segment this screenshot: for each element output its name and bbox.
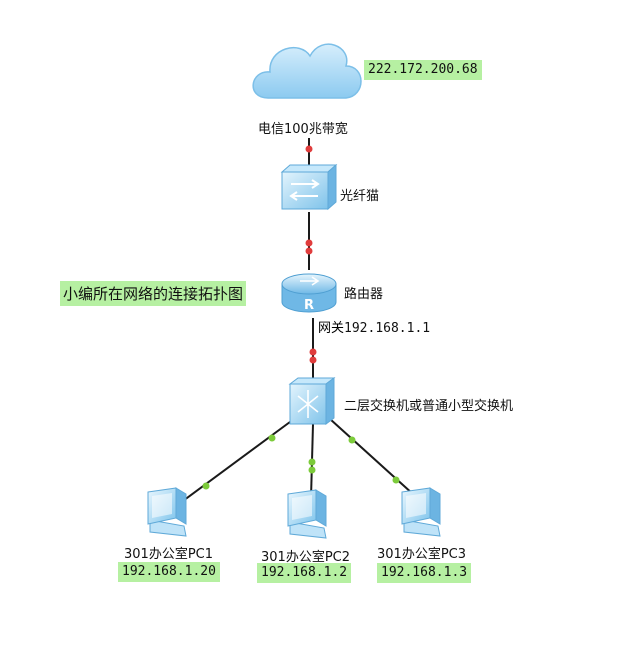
gateway-prefix: 网关 — [318, 321, 345, 336]
modem-icon — [280, 163, 338, 211]
pc1-icon — [147, 487, 187, 537]
cloud-icon — [252, 43, 362, 99]
gateway-ip: 192.168.1.1 — [344, 321, 431, 336]
pc3-ip: 192.168.1.3 — [377, 563, 472, 583]
pc3-name: 301办公室PC3 — [377, 547, 467, 562]
link-dot — [392, 476, 400, 484]
link-dot — [309, 356, 317, 364]
modem-label: 光纤猫 — [340, 189, 380, 204]
link-dot — [348, 436, 356, 444]
link-dot — [309, 348, 317, 356]
link-dot — [308, 466, 316, 474]
link-dot — [202, 482, 210, 490]
isp-label: 电信100兆带宽 — [258, 122, 348, 137]
router-icon: R — [281, 273, 337, 313]
isp-ip: 222.172.200.68 — [364, 60, 482, 80]
pc2-ip: 192.168.1.2 — [257, 563, 352, 583]
diagram-note: 小编所在网络的连接拓扑图 — [60, 281, 247, 306]
link-dot — [305, 145, 313, 153]
link-dot — [268, 434, 276, 442]
link-switch-pc1 — [167, 418, 295, 513]
link-dot — [305, 239, 313, 247]
svg-text:R: R — [304, 298, 314, 313]
pc1-ip: 192.168.1.20 — [118, 562, 220, 582]
switch-icon — [288, 377, 336, 425]
link-switch-pc3 — [329, 418, 425, 505]
pc1-name: 301办公室PC1 — [124, 547, 214, 562]
gateway-label: 网关192.168.1.1 — [318, 317, 430, 337]
link-dots — [202, 145, 400, 490]
pc2-icon — [287, 489, 327, 539]
link-dot — [305, 247, 313, 255]
switch-label: 二层交换机或普通小型交换机 — [344, 399, 514, 414]
pc3-icon — [401, 487, 441, 537]
router-label: 路由器 — [344, 287, 384, 302]
pc2-name: 301办公室PC2 — [261, 550, 351, 565]
link-dot — [308, 458, 316, 466]
